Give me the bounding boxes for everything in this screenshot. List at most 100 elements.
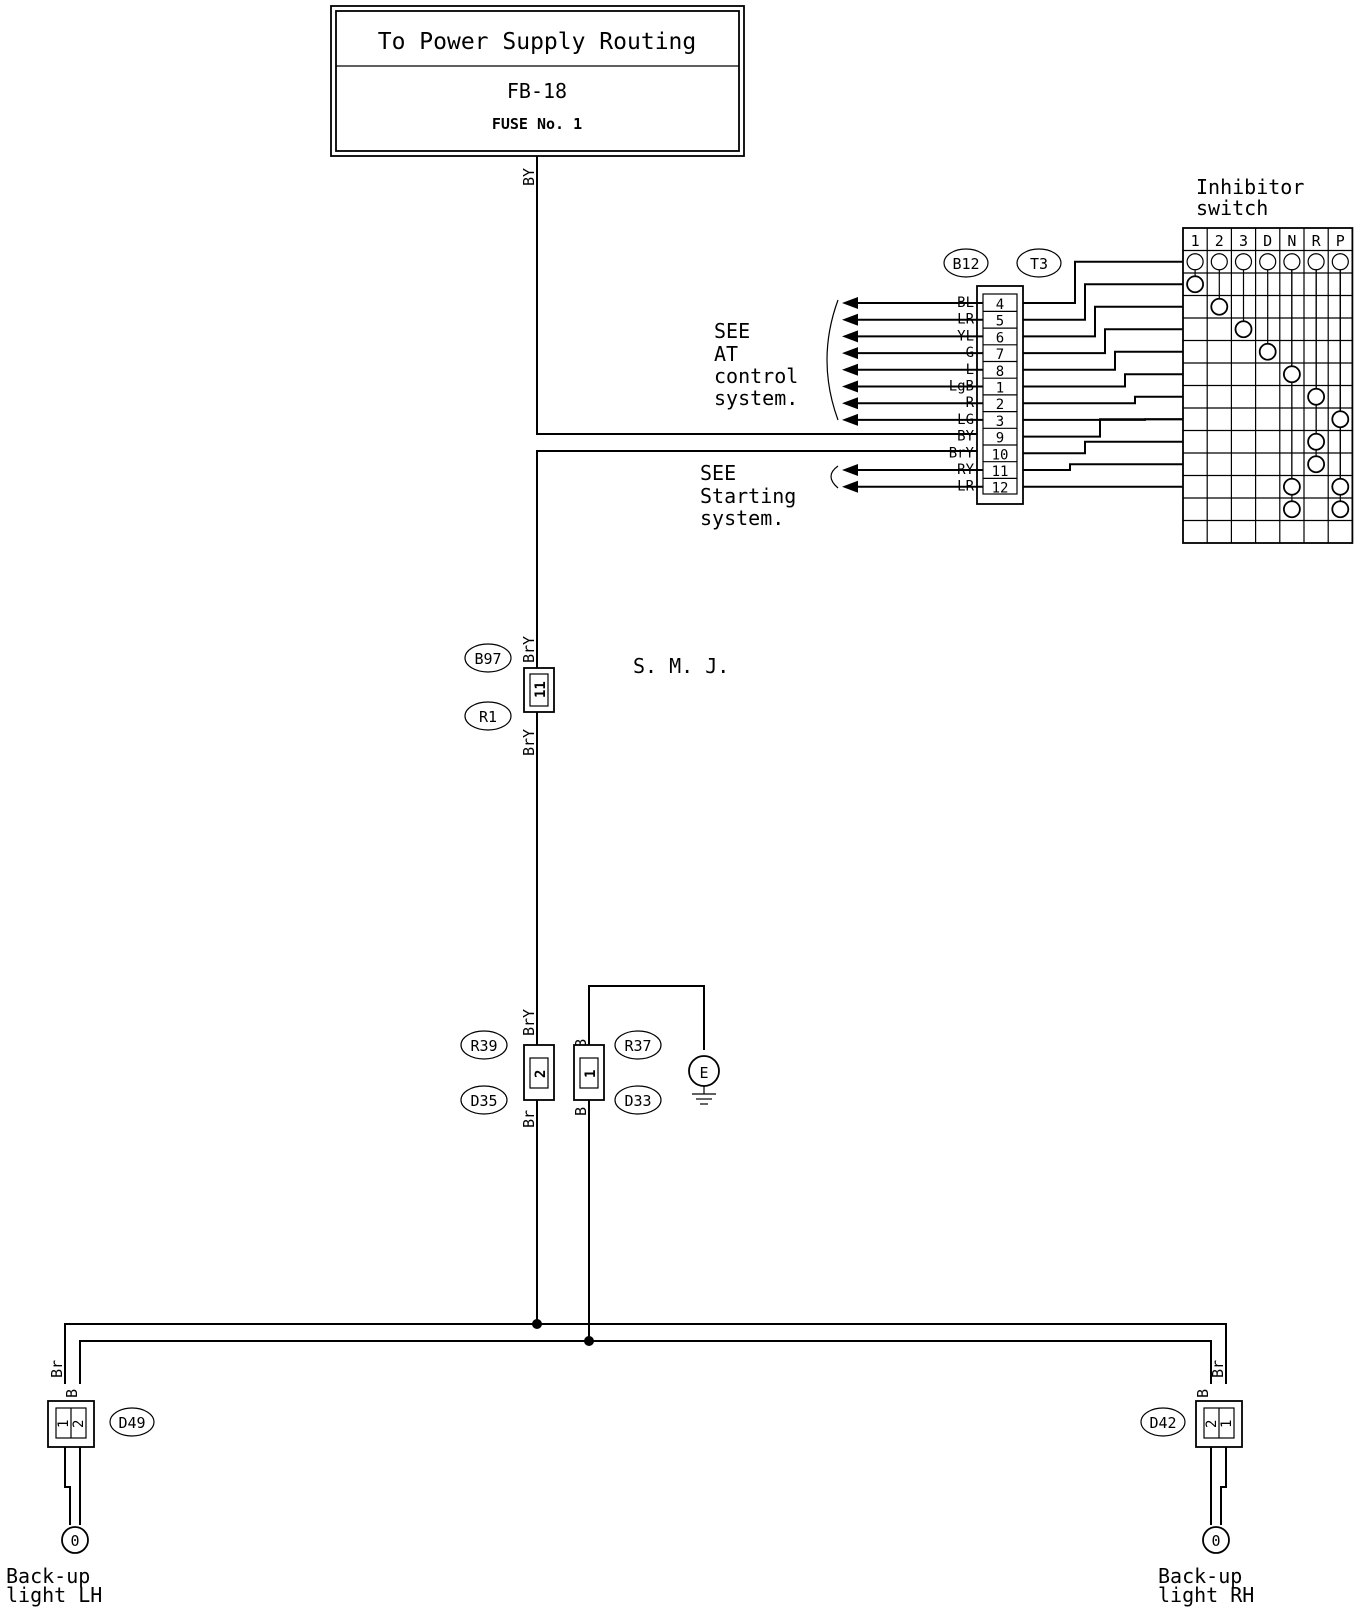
arrow-head xyxy=(842,464,858,476)
rh-wire-outer: Br xyxy=(1209,1360,1227,1378)
rh-wire-inner: B xyxy=(1194,1389,1212,1398)
arrow-head xyxy=(842,363,858,376)
switch-position-label: R xyxy=(1312,232,1322,250)
connector-pin: 9 xyxy=(996,431,1004,447)
switch-wires xyxy=(1023,260,1183,488)
switch-contact xyxy=(1234,320,1253,339)
note-at-line-2: AT xyxy=(714,342,738,366)
connector-pin: 10 xyxy=(992,447,1009,463)
fuse-number: FUSE No. 1 xyxy=(492,115,582,133)
note-start-line-2: Starting xyxy=(700,484,796,508)
supply-wire-color: BY xyxy=(520,168,538,186)
pin-wire-color: BrY xyxy=(949,445,975,461)
note-at-line-4: system. xyxy=(714,386,798,410)
left-joint-wire-top: BrY xyxy=(520,1009,538,1036)
lh-pin-2: 2 xyxy=(71,1420,87,1428)
switch-contact xyxy=(1283,365,1301,384)
switch-contact xyxy=(1283,477,1301,496)
smj-connector-r1: R1 xyxy=(479,708,497,726)
connector-pin: 1 xyxy=(996,381,1004,397)
switch-position-label: 3 xyxy=(1239,232,1248,250)
smj-connector-b97: B97 xyxy=(474,650,501,668)
smj-connector: BrY 11 BrY B97 R1 S. M. J. xyxy=(464,636,729,756)
note-at-line-1: SEE xyxy=(714,319,750,343)
connector-pin: 2 xyxy=(996,397,1004,413)
note-at-line-3: control xyxy=(714,364,798,388)
power-supply-box: To Power Supply Routing FB-18 FUSE No. 1 xyxy=(330,5,745,157)
junction-br xyxy=(532,1319,542,1329)
switch-contact xyxy=(1258,342,1277,361)
arrow-head xyxy=(842,330,858,343)
switch-contact xyxy=(1307,432,1325,451)
right-joint-wire-top: B xyxy=(572,1039,590,1048)
connector-b12-id: B12 xyxy=(952,255,979,273)
lamp-rh-glyph: 0 xyxy=(1211,1532,1220,1550)
connector-d49: D49 xyxy=(118,1414,145,1432)
ground-wire xyxy=(588,985,705,1050)
lh-wire-inner: B xyxy=(63,1389,81,1398)
lh-pin-1: 1 xyxy=(56,1420,72,1428)
smj-label: S. M. J. xyxy=(633,654,729,678)
connector-d35: D35 xyxy=(470,1092,497,1110)
arrow-head xyxy=(842,380,858,393)
ground-symbol: E xyxy=(688,1055,720,1105)
right-joint-pin: 1 xyxy=(583,1070,599,1078)
connector-r37: R37 xyxy=(624,1037,651,1055)
connector-r39: R39 xyxy=(470,1037,497,1055)
back-up-light-rh: B Br 2 1 D42 0 Back-up light RH xyxy=(1140,1360,1254,1607)
connector-pin: 4 xyxy=(996,297,1004,313)
pin-wire-color: BY xyxy=(957,429,974,445)
connector-pin: 11 xyxy=(992,464,1009,480)
smj-wire-top: BrY xyxy=(520,636,538,663)
switch-contact xyxy=(1331,410,1350,429)
rh-label-2: light RH xyxy=(1158,1583,1254,1607)
arrow-head xyxy=(842,480,858,493)
switch-contact xyxy=(1283,500,1301,519)
switch-contact xyxy=(1331,500,1350,519)
connector-pin: 8 xyxy=(996,364,1004,380)
switch-position-label: D xyxy=(1263,232,1272,250)
junction-b xyxy=(584,1336,594,1346)
signal-arrows xyxy=(842,297,983,493)
connector-b12: B12 T3 4BL5LR6YL7G8L1LgB2R3LG9BY10BrY11R… xyxy=(943,248,1062,505)
note-at-control: SEE AT control system. xyxy=(714,299,839,421)
connector-pin: 6 xyxy=(996,330,1004,346)
lh-wire-outer: Br xyxy=(48,1360,66,1378)
connector-pin: 3 xyxy=(996,414,1004,430)
left-joint-wire-bottom: Br xyxy=(520,1110,538,1128)
rh-pin-a: 2 xyxy=(1204,1420,1220,1428)
left-joint-pin: 2 xyxy=(533,1070,549,1078)
arrow-head xyxy=(842,413,858,426)
right-joint-wire-bottom: B xyxy=(572,1107,590,1116)
lh-label-1: Back-up xyxy=(6,1564,90,1588)
switch-contact xyxy=(1331,477,1350,496)
switch-contact xyxy=(1186,275,1204,294)
connector-pin: 7 xyxy=(996,347,1004,363)
arrow-head xyxy=(842,397,858,410)
fuse-block-code: FB-18 xyxy=(507,79,567,103)
arrow-head xyxy=(842,347,858,360)
inhibitor-title-1: Inhibitor xyxy=(1196,175,1304,199)
switch-contact xyxy=(1307,387,1325,406)
rh-pin-b: 1 xyxy=(1219,1420,1235,1428)
connector-pin: 5 xyxy=(996,314,1004,330)
note-start-line-3: system. xyxy=(700,506,784,530)
arrow-head xyxy=(842,297,858,309)
reverse-signal-wire xyxy=(536,450,995,676)
ground-label: E xyxy=(699,1064,708,1082)
connector-d33: D33 xyxy=(624,1092,651,1110)
note-start-line-1: SEE xyxy=(700,461,736,485)
switch-position-label: N xyxy=(1287,232,1296,250)
switch-position-label: 1 xyxy=(1191,232,1200,250)
connector-pin: 12 xyxy=(992,481,1009,497)
smj-wire-bottom: BrY xyxy=(520,729,538,756)
switch-position-label: P xyxy=(1336,232,1345,250)
rh-label-1: Back-up xyxy=(1158,1564,1242,1588)
lh-label-2: light LH xyxy=(6,1583,102,1607)
switch-contact xyxy=(1307,455,1325,474)
back-up-light-lh: Br B 1 2 D49 0 Back-up light LH xyxy=(6,1360,155,1607)
power-box-title: To Power Supply Routing xyxy=(378,29,697,55)
arrow-head xyxy=(842,313,858,326)
